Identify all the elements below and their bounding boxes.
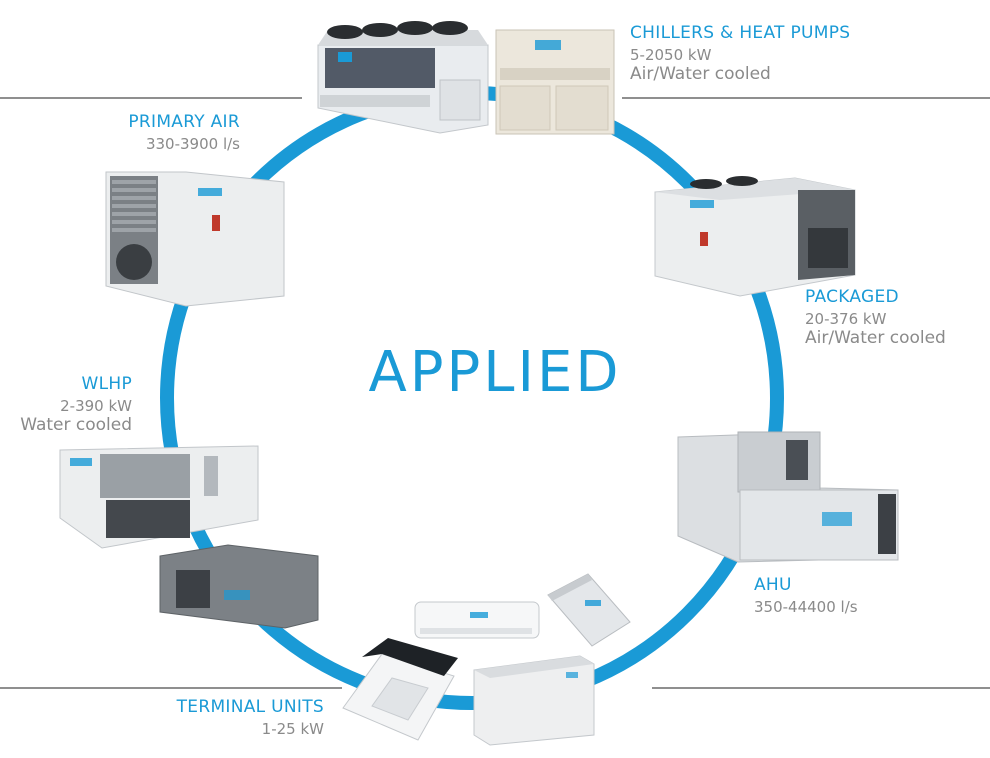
divider-top-right [622, 97, 990, 99]
packaged-unit-image [654, 176, 856, 297]
ahu-name: AHU [754, 575, 792, 595]
ceiling-concealed-unit-image [547, 573, 631, 647]
chillers-name: CHILLERS & HEAT PUMPS [630, 23, 851, 43]
wlhp-label: WLHP 2-390 kW Water cooled [10, 374, 132, 435]
ducted-unit-image [159, 544, 319, 629]
ahu-range: 350-44400 l/s [754, 597, 858, 616]
wall-split-unit-image [414, 601, 540, 639]
ahu-unit-image [677, 431, 899, 563]
cassette-unit-image [342, 638, 458, 741]
terminal-units-name: TERMINAL UNITS [176, 697, 324, 717]
wlhp-unit-image [59, 445, 259, 549]
terminal-units-label: TERMINAL UNITS 1-25 kW [120, 697, 324, 738]
wlhp-range: 2-390 kW [60, 396, 132, 415]
divider-bottom-left [0, 687, 342, 689]
primary-air-label: PRIMARY AIR 330-3900 l/s [20, 112, 240, 153]
primary-air-unit-image [105, 171, 285, 307]
primary-air-name: PRIMARY AIR [128, 112, 240, 132]
packaged-name: PACKAGED [805, 287, 899, 307]
fan-coil-unit-image [473, 655, 595, 746]
ahu-label: AHU 350-44400 l/s [754, 575, 858, 616]
chillers-label: CHILLERS & HEAT PUMPS 5-2050 kW Air/Wate… [630, 23, 851, 84]
chiller-unit-image [317, 21, 489, 134]
chillers-note: Air/Water cooled [630, 63, 771, 84]
divider-top-left [0, 97, 302, 99]
divider-bottom-right [652, 687, 990, 689]
packaged-note: Air/Water cooled [805, 327, 946, 348]
diagram-title: APPLIED [368, 340, 622, 405]
primary-air-range: 330-3900 l/s [145, 134, 240, 153]
packaged-label: PACKAGED 20-376 kW Air/Water cooled [805, 287, 946, 348]
chillers-range: 5-2050 kW [630, 45, 712, 64]
packaged-range: 20-376 kW [805, 309, 887, 328]
terminal-units-range: 1-25 kW [261, 719, 324, 738]
wlhp-note: Water cooled [20, 414, 132, 435]
heat-pump-unit-image [495, 29, 615, 135]
wlhp-name: WLHP [81, 374, 132, 394]
